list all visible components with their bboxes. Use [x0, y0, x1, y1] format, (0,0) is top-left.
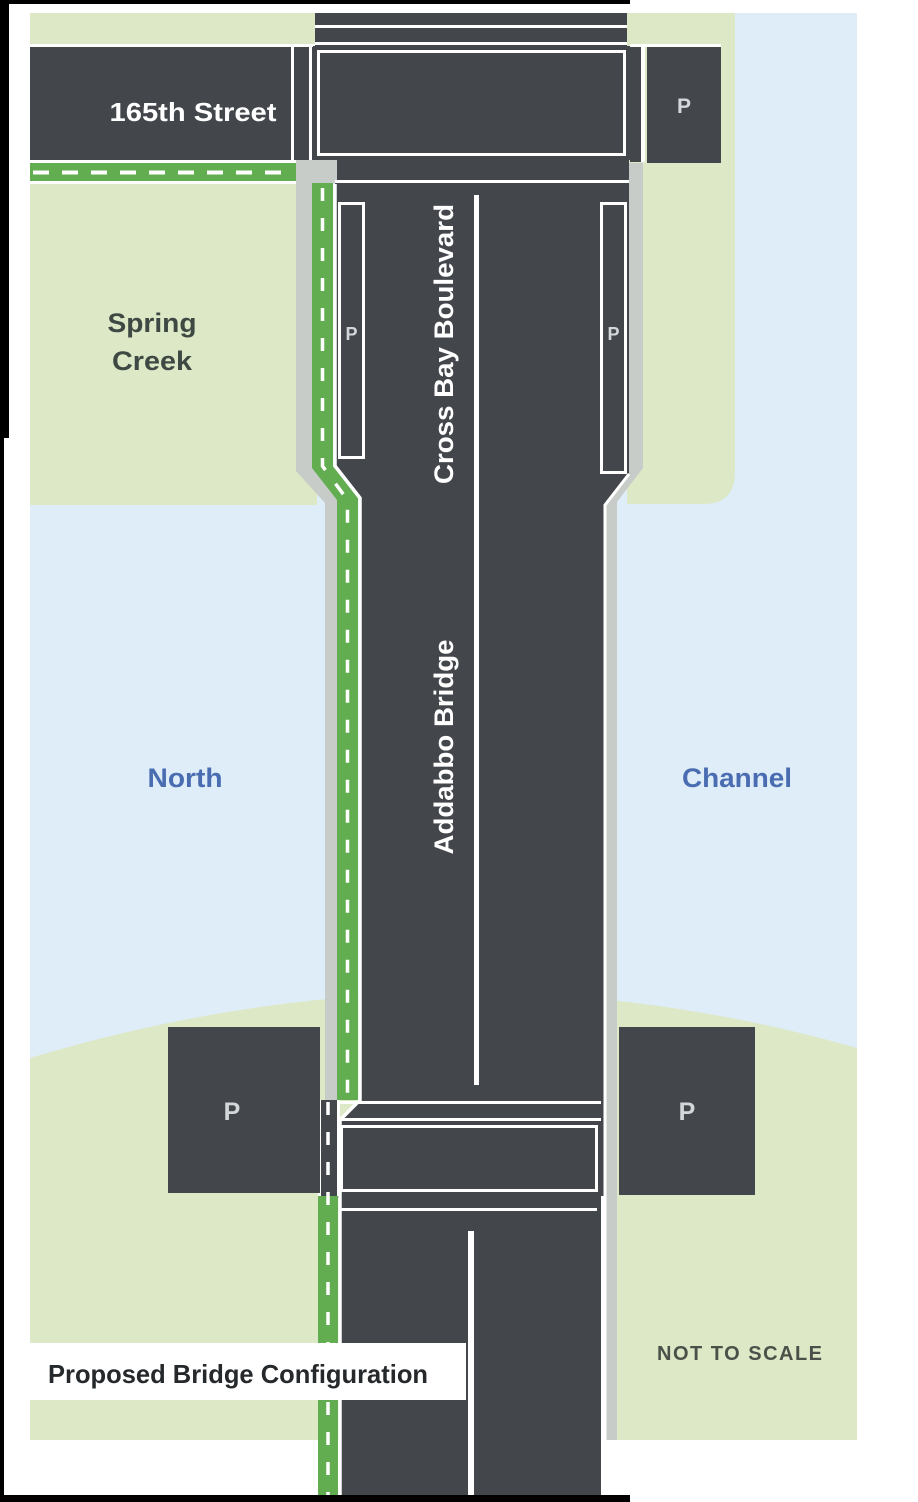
center-lane-line	[474, 195, 479, 1085]
parking-lot-south-west	[168, 1027, 320, 1193]
north-crosswalk-bands	[315, 13, 627, 46]
north-crosswalk-line-2	[315, 42, 627, 45]
parking-lane-west	[338, 202, 365, 459]
caption-text: Proposed Bridge Configuration	[48, 1359, 428, 1389]
north-intersection-outline	[317, 50, 626, 156]
street-165th-label: 165th Street	[110, 97, 277, 127]
sidewalk-east	[605, 163, 643, 1440]
parking-lane-east	[600, 202, 627, 474]
north-intersection	[313, 46, 630, 160]
road-edge-line-east	[603, 473, 631, 1502]
street-165th-roadway	[30, 47, 313, 160]
cross-bay-boulevard-label: Cross Bay Boulevard	[429, 204, 459, 484]
scale-note: NOT TO SCALE	[657, 1343, 824, 1365]
land-road-gap-line-east	[630, 44, 721, 47]
parking-label-lane-west: P	[345, 324, 357, 344]
land-road-gap-line	[30, 44, 315, 47]
road-edge-line-south-east	[601, 1196, 604, 1502]
water-label-north: North	[148, 763, 223, 793]
frame-top	[0, 0, 630, 4]
sidewalk-west	[296, 160, 337, 1100]
addabbo-bridge-label: Addabbo Bridge	[429, 640, 459, 855]
south-stop-line	[341, 1208, 597, 1211]
parking-label-south-west: P	[224, 1098, 241, 1126]
bikelane-land-gap-line	[30, 181, 296, 184]
crosswalk-line-west-outer	[291, 47, 294, 160]
intersection-south-line	[335, 180, 629, 183]
south-crosswalk-line-2	[340, 1118, 601, 1121]
frame-left	[0, 0, 4, 1502]
frame-bottom	[0, 1495, 630, 1502]
crosswalk-line-east	[641, 47, 645, 162]
road-bikelane-gap-line	[30, 160, 296, 163]
road-corridor	[335, 160, 629, 1502]
frame-left-upper	[0, 0, 9, 438]
north-crosswalk-line-1	[315, 25, 627, 28]
spring-creek-label-line2: Creek	[112, 346, 193, 376]
crosswalk-line-west-inner	[309, 47, 312, 160]
caption-banner	[28, 1343, 466, 1400]
center-lane-line-south	[468, 1231, 474, 1502]
parking-label-south-east: P	[679, 1098, 696, 1126]
spring-creek-label-line1: Spring	[108, 308, 197, 338]
water-label-channel: Channel	[682, 763, 792, 793]
bike-crossing-corridor	[318, 1100, 340, 1198]
parking-label-lane-east: P	[607, 324, 619, 344]
south-intersection-outline	[340, 1125, 598, 1192]
south-crosswalk-line-1	[340, 1101, 601, 1104]
street-165th-east-strip	[630, 47, 641, 162]
parking-box-north-east	[647, 47, 721, 163]
parking-label-north-east: P	[677, 95, 691, 118]
parking-lot-south-east	[619, 1027, 755, 1195]
